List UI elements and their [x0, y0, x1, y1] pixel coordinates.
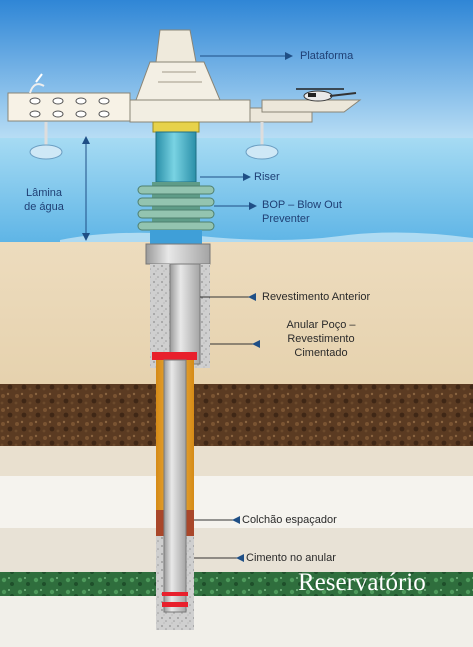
soil-layer — [0, 384, 473, 446]
platform — [7, 29, 362, 160]
label-annulus: Anular Poço – Revestimento Cimentado — [256, 318, 386, 360]
label-water-depth-line2: de água — [24, 201, 64, 213]
label-annulus-cement: Cimento no anular — [246, 552, 336, 564]
production-casing — [163, 359, 187, 613]
label-annulus-line2: Revestimento — [287, 333, 355, 345]
reservoir-layer — [0, 572, 473, 596]
casing-shoe-ring-2 — [162, 592, 188, 596]
casing-shoe-ring-1 — [152, 352, 197, 360]
label-riser: Riser — [254, 171, 280, 183]
label-platform: Plataforma — [300, 50, 354, 62]
label-annulus-line3: Cimentado — [294, 347, 348, 359]
label-bop-line1: BOP – Blow Out — [262, 199, 342, 211]
sediment-layer-3 — [0, 476, 473, 528]
label-water-depth: Lâmina de água — [14, 186, 74, 214]
sea-layer — [0, 138, 473, 242]
sediment-layer-2 — [0, 446, 473, 476]
label-bop: BOP – Blow Out Preventer — [262, 198, 342, 226]
label-annulus-line1: Anular Poço – — [286, 319, 356, 331]
casing-shoe-ring-3 — [162, 602, 188, 607]
sediment-layer-4 — [0, 528, 473, 572]
riser — [152, 121, 200, 183]
label-bop-line2: Preventer — [262, 213, 310, 225]
label-spacer: Colchão espaçador — [242, 514, 337, 526]
wellhead — [145, 243, 211, 265]
label-water-depth-line1: Lâmina — [25, 187, 63, 199]
pointer-arrows — [82, 52, 293, 562]
sediment-layer-1 — [0, 242, 473, 384]
bop-stack — [137, 182, 215, 244]
label-reservoir: Reservatório — [298, 569, 426, 596]
label-previous-casing: Revestimento Anterior — [262, 291, 371, 303]
sediment-layer-5 — [0, 596, 473, 647]
previous-casing — [169, 263, 201, 365]
